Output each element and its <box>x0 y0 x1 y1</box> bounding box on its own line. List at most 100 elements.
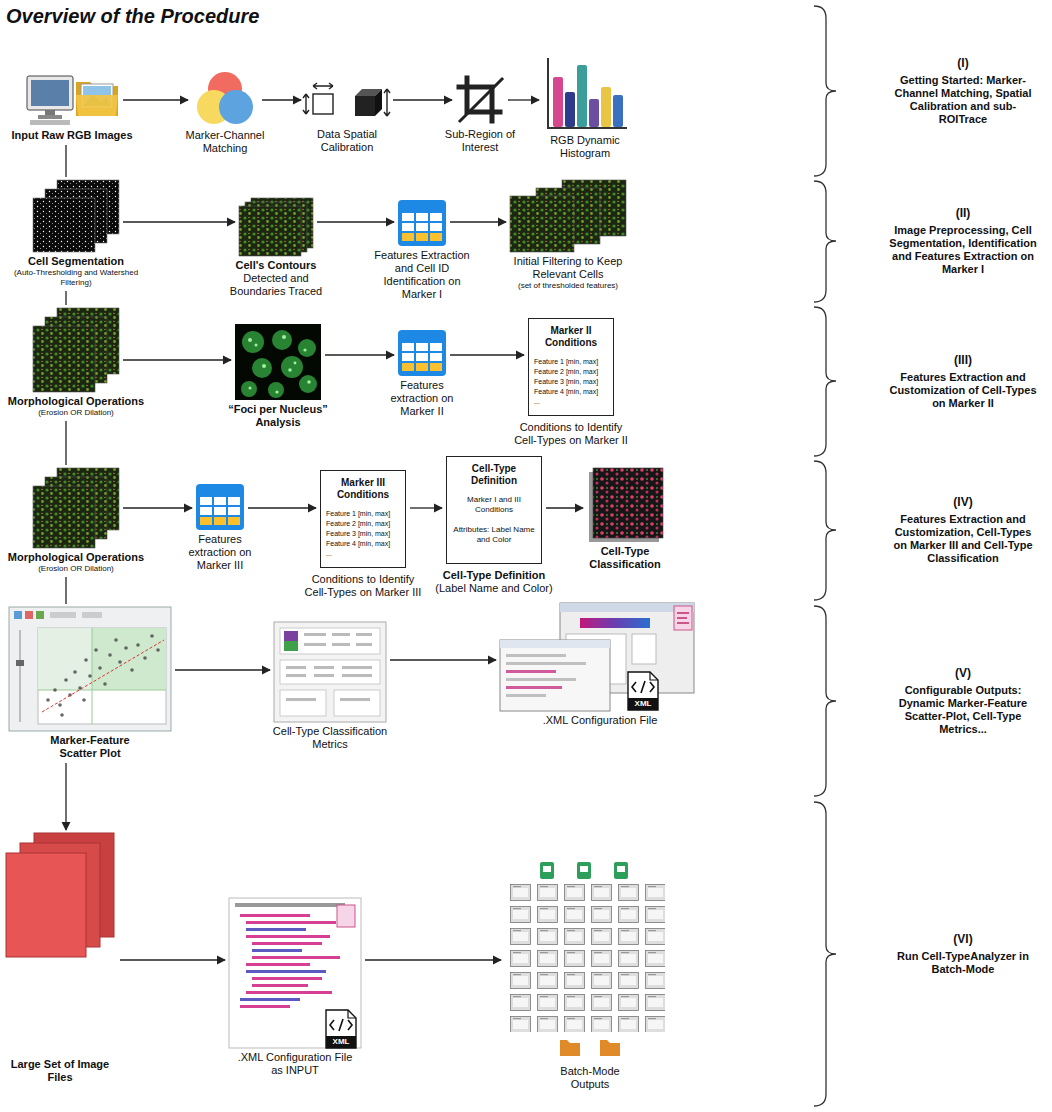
stage-number: (IV) <box>888 495 1038 510</box>
label-holder: (II) <box>888 206 1038 221</box>
flow-arrow <box>262 99 301 100</box>
step-caption: Morphological Operations <box>4 395 148 408</box>
box-text: Attributes: Label Name and Color <box>452 525 536 545</box>
stage-title: Configurable Outputs: Dynamic Marker-Fea… <box>888 684 1038 736</box>
flow-arrow <box>410 507 442 508</box>
step-caption: Cell-Type Classification Metrics <box>270 725 390 751</box>
label-holder: Image Preprocessing, Cell Segmentation, … <box>888 224 1038 276</box>
icon-area <box>229 898 361 1048</box>
step-caption: Input Raw RGB Images <box>5 129 139 142</box>
condition-box: Marker II ConditionsFeature 1 [min, max]… <box>512 318 630 447</box>
crop-icon <box>460 79 502 121</box>
histogram-icon <box>589 99 599 127</box>
step-caption: RGB Dynamic Histogram <box>542 134 628 160</box>
step-caption: “Foci per Nucleus” Analysis <box>222 403 334 429</box>
foci-image <box>235 324 321 400</box>
xml-input-screenshot <box>246 935 330 938</box>
xml-input-screenshot <box>240 1005 290 1008</box>
xml-file-icon <box>628 672 658 710</box>
flow-arrow <box>175 669 270 670</box>
calibration-icon <box>313 83 333 89</box>
icon-area <box>510 180 626 252</box>
foci-image <box>294 362 297 365</box>
scatter-plot-screenshot <box>50 612 76 618</box>
box-text: Feature 2 [min, max] <box>326 519 400 529</box>
step-caption: (Erosion OR Dilation) <box>4 408 148 418</box>
label-holder: Getting Started: Marker-Channel Matching… <box>888 74 1038 126</box>
foci-image <box>242 331 264 353</box>
configuration-window-screenshot <box>506 686 562 689</box>
xml-input-screenshot <box>229 898 361 1048</box>
icon-area <box>192 72 258 126</box>
morphology-stack <box>33 308 119 392</box>
flow-arrow <box>65 577 66 604</box>
foci-image <box>241 330 317 398</box>
flow-arrow <box>325 354 394 355</box>
icon-area <box>398 200 446 246</box>
process-step: Data Spatial Calibration <box>305 75 389 154</box>
calibration-icon <box>313 94 333 114</box>
scatter-plot-screenshot <box>38 690 166 691</box>
label-holder: Features Extraction and Customization of… <box>888 371 1038 410</box>
scatter-plot-screenshot <box>36 611 44 619</box>
scatter-plot-screenshot <box>73 670 77 674</box>
xml-input-screenshot <box>252 942 322 945</box>
configuration-window-screenshot <box>674 606 692 630</box>
box-text: Marker III Conditions <box>326 477 400 501</box>
stage-number: (V) <box>888 666 1038 681</box>
icon-area <box>33 468 119 548</box>
computer-folder-icon <box>27 76 118 125</box>
computer-folder-icon <box>76 82 118 116</box>
crop-icon <box>459 78 502 121</box>
computer-folder-icon <box>76 95 118 116</box>
process-step: Batch-Mode Outputs <box>505 862 675 1091</box>
batch-output-grid <box>540 862 554 879</box>
filtered-images <box>510 180 626 252</box>
metrics-screenshot <box>280 660 380 684</box>
box-outline: Marker III ConditionsFeature 1 [min, max… <box>320 470 406 568</box>
flow-arrow <box>390 659 496 660</box>
stage-brace <box>814 6 836 1106</box>
diagram-title: Overview of the Procedure <box>6 4 259 28</box>
label-holder: Run Cell-TypeAnalyzer in Batch-Mode <box>888 950 1038 976</box>
condition-box: Cell-Type DefinitionMarker I and III Con… <box>432 456 556 595</box>
step-caption: Conditions to Identify Cell-Types on Mar… <box>303 573 423 599</box>
scatter-plot-screenshot <box>25 611 33 619</box>
scatter-plot-screenshot <box>118 660 122 664</box>
cube-icon <box>375 89 382 116</box>
box-text: Feature 3 [min, max] <box>534 377 608 387</box>
batch-output-grid <box>510 862 665 1056</box>
image-files-stack <box>6 853 86 957</box>
step-caption: Cell Segmentation <box>4 255 148 268</box>
scatter-plot-screenshot <box>143 656 147 660</box>
scatter-plot-screenshot <box>84 658 88 662</box>
metrics-screenshot <box>340 698 370 701</box>
histogram-icon <box>565 92 575 127</box>
metrics-screenshot <box>286 674 306 677</box>
step-caption: Marker-Channel Matching <box>181 129 269 155</box>
metrics-screenshot <box>284 641 298 651</box>
foci-image <box>303 348 306 351</box>
step-caption: Large Set of Image Files <box>5 1058 115 1084</box>
scatter-plot-screenshot <box>14 611 22 619</box>
scatter-plot-screenshot <box>82 698 86 702</box>
xml-file-icon <box>628 672 658 710</box>
step-caption: Initial Filtering to Keep Relevant Cells <box>502 255 634 281</box>
box-outline: Marker II ConditionsFeature 1 [min, max]… <box>528 318 614 416</box>
process-step: Cell Segmentation(Auto-Thresholding and … <box>4 180 148 288</box>
configuration-window-screenshot <box>677 617 687 619</box>
xml-input-screenshot <box>252 949 302 952</box>
flow-arrow <box>120 959 225 960</box>
box-text: Feature 1 [min, max] <box>534 357 608 367</box>
calibration-icon <box>384 89 390 116</box>
metrics-screenshot <box>342 666 372 669</box>
step-caption: Batch-Mode Outputs <box>550 1065 630 1091</box>
title-holder: Overview of the Procedure <box>6 4 259 28</box>
step-caption: Sub-Region of Interest <box>440 128 520 154</box>
metrics-screenshot <box>356 633 372 636</box>
scatter-plot-screenshot <box>58 703 62 707</box>
xml-file-icon <box>650 672 658 680</box>
scatter-plot-screenshot <box>92 628 166 690</box>
foci-image <box>298 339 316 357</box>
